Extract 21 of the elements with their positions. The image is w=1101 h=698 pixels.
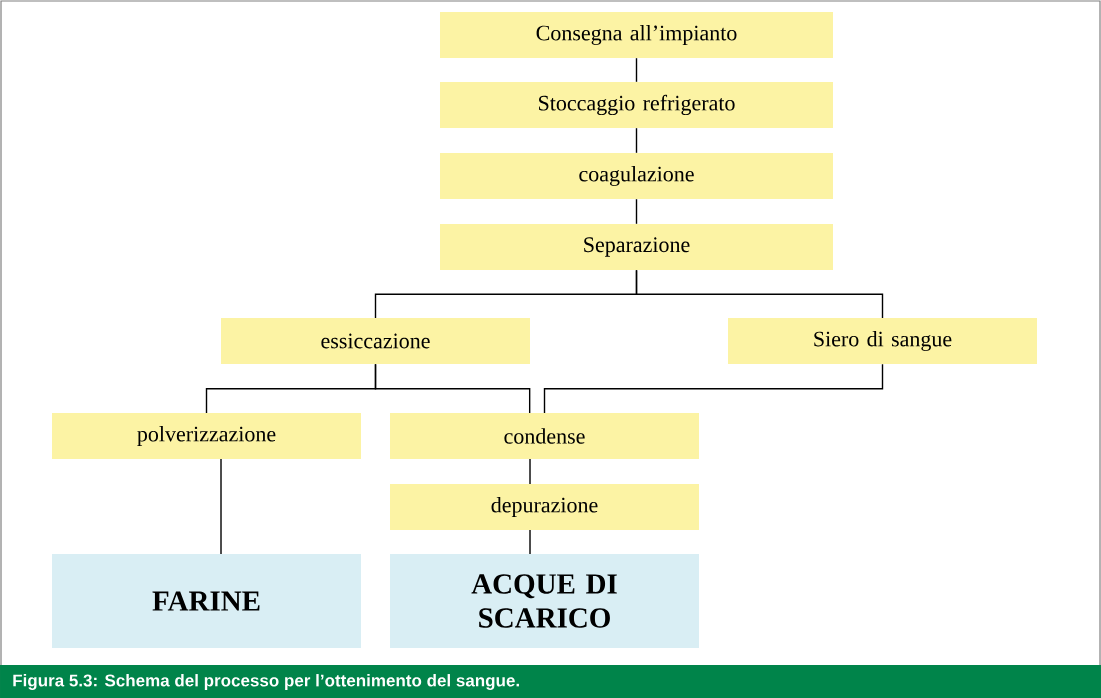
- connector-line: [529, 458, 531, 485]
- connector-line: [374, 363, 531, 414]
- process-box: coagulazione: [440, 153, 833, 199]
- connector-line: [635, 127, 638, 154]
- output-box: ACQUE DI SCARICO: [390, 554, 699, 648]
- connector-line: [529, 529, 531, 555]
- process-box: Siero di sangue: [728, 318, 1037, 364]
- caption-band: Figura 5.3: Schema del processo per l’ottenimento del sangue.: [0, 665, 1101, 698]
- connector-line: [635, 198, 638, 225]
- connector-line: [543, 363, 884, 414]
- connector-line: [220, 458, 222, 555]
- process-box: Separazione: [440, 224, 833, 270]
- process-box: polverizzazione: [52, 413, 361, 459]
- process-box: condense: [390, 413, 699, 459]
- process-box: Stoccaggio refrigerato: [440, 82, 833, 128]
- connector-line: [635, 57, 638, 83]
- process-box: depurazione: [390, 484, 699, 530]
- connector-line: [635, 269, 884, 319]
- process-box: essiccazione: [221, 318, 530, 364]
- process-box: Consegna all’impianto: [440, 12, 833, 58]
- output-box: FARINE: [52, 554, 361, 648]
